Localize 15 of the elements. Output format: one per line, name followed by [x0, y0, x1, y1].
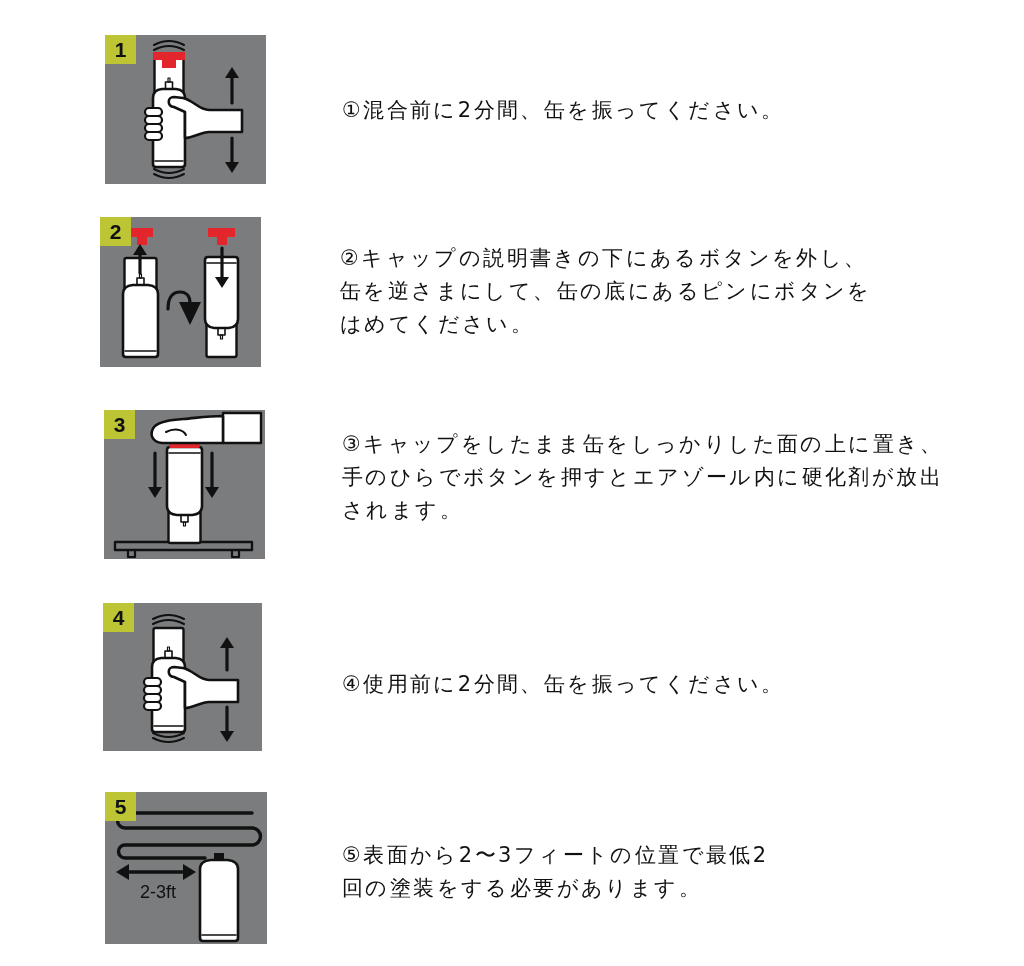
instruction-text: ③キャップをしたまま缶をしっかりした面の上に置き、手のひらでボタンを押すとエアゾール内に硬化剤が放出されます。	[342, 431, 945, 524]
step-number: 2	[100, 217, 131, 246]
instruction-panel	[105, 35, 266, 184]
instruction-panel	[103, 603, 262, 751]
instruction-text: ②キャップの説明書きの下にあるボタンを外し、缶を逆さまにして、缶の底にあるピンにボタンをはめてください。	[340, 245, 873, 338]
instruction-text: ①混合前に2分間、缶を振ってください。	[342, 97, 786, 124]
step-number: 5	[105, 792, 136, 821]
step-number: 3	[104, 410, 135, 439]
distance-label: 2-3ft	[140, 882, 176, 902]
instruction-text: ⑤表面から2〜3フィートの位置で最低2回の塗装をする必要があります。	[342, 842, 770, 902]
instruction-panel	[100, 217, 261, 367]
step-number: 4	[103, 603, 134, 632]
instruction-text: ④使用前に2分間、缶を振ってください。	[342, 671, 786, 698]
step-number: 1	[105, 35, 136, 64]
instruction-panel	[105, 792, 267, 944]
